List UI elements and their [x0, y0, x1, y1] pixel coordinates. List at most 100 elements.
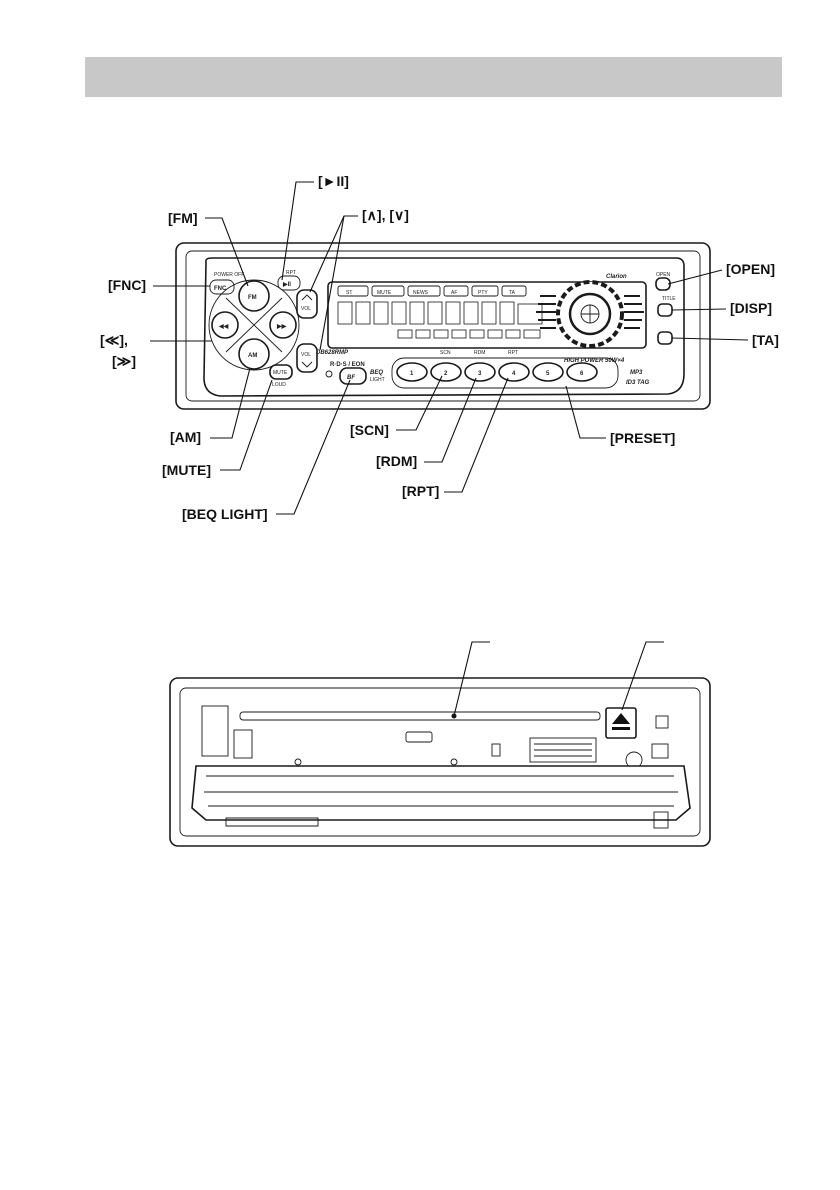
section-header-bar — [85, 57, 782, 97]
indicator-news-text: NEWS — [413, 290, 429, 296]
faceplate-foot — [653, 811, 669, 829]
dpad-ring — [208, 279, 300, 371]
indicator-st — [337, 285, 369, 297]
left-bracket — [201, 705, 229, 757]
open-chassis-inner — [179, 687, 701, 837]
indicator-pty — [471, 285, 499, 297]
open-button[interactable] — [655, 277, 671, 291]
indicator-ta — [501, 285, 527, 297]
preset-button-4[interactable] — [498, 362, 530, 382]
preset-button-5[interactable] — [532, 362, 564, 382]
right-clip — [651, 743, 669, 759]
brand-logo: Clarion — [606, 274, 627, 280]
vol-up-button[interactable] — [296, 289, 318, 319]
preset-rpt-text: RPT — [508, 350, 518, 356]
indicator-af-text: AF — [451, 290, 457, 296]
left-clip — [233, 729, 253, 759]
vol-down-button[interactable] — [296, 343, 318, 373]
label-beq-light: [BEQ LIGHT] — [182, 506, 268, 522]
faceplate-hinge — [225, 817, 319, 827]
preset-5-label: 5 — [546, 371, 550, 377]
display-icon-row — [397, 329, 541, 339]
preset-4-label: 4 — [512, 371, 516, 377]
preset-2-label: 2 — [444, 371, 448, 377]
connector-pins — [534, 743, 592, 757]
display-indicators: ST MUTE NEWS AF PTY TA — [337, 285, 527, 297]
level-meter — [536, 280, 644, 348]
preset-button-3[interactable] — [464, 362, 496, 382]
cd-slot — [239, 711, 601, 721]
label-fnc: [FNC] — [108, 277, 146, 293]
disp-button[interactable] — [657, 303, 673, 317]
faceplate-ridges — [204, 775, 678, 807]
cd-slot-callouts — [453, 641, 664, 717]
top-rpt-text: RPT — [286, 270, 296, 276]
ta-button[interactable] — [657, 331, 673, 345]
label-rdm: [RDM] — [376, 453, 417, 469]
preset-button-2[interactable] — [430, 362, 462, 382]
indicator-st-text: ST — [346, 290, 352, 296]
rds-text: R·D·S / EON — [330, 362, 365, 368]
dpad-cross — [225, 297, 283, 353]
mute-button-label: MUTE — [273, 370, 288, 376]
prev-button[interactable] — [211, 311, 239, 339]
prev-icon: ◀◀ — [218, 323, 229, 330]
label-disp: [DISP] — [730, 300, 772, 316]
fm-button[interactable] — [238, 280, 270, 312]
beq-text: BEQ — [370, 370, 383, 376]
chassis-inner — [185, 250, 701, 402]
label-ta: [TA] — [752, 332, 779, 348]
label-rpt: [RPT] — [402, 483, 439, 499]
beq-light-button[interactable] — [339, 367, 367, 385]
am-button[interactable] — [238, 338, 270, 370]
vol-down-label: VOL — [301, 352, 311, 358]
light-text: LIGHT — [370, 377, 385, 383]
indicator-pty-text: PTY — [478, 290, 488, 296]
label-preset: [PRESET] — [610, 430, 675, 446]
connector-block — [529, 737, 597, 763]
segment-display — [337, 301, 543, 325]
next-button[interactable] — [269, 311, 297, 339]
preset-3-label: 3 — [478, 371, 482, 377]
indicator-news — [407, 285, 441, 297]
preset-button-1[interactable] — [396, 362, 428, 382]
next-icon: ▶▶ — [276, 323, 287, 330]
folded-faceplate — [191, 765, 691, 821]
preset-rdm-text: RDM — [474, 350, 485, 356]
play-pause-button[interactable] — [277, 275, 301, 291]
open-text: OPEN — [656, 272, 671, 278]
mp3-logo: MP3 — [630, 370, 643, 376]
label-open: [OPEN] — [726, 261, 775, 277]
loud-text: LOUD — [272, 382, 286, 388]
fm-button-label: FM — [248, 295, 257, 301]
title-text: TITLE — [662, 296, 676, 302]
beq-icon: BF — [347, 375, 355, 381]
indicator-ta-text: TA — [509, 290, 516, 296]
label-next: [≫] — [112, 353, 136, 369]
eject-leader-line — [621, 641, 664, 711]
model-text: DB628RMP — [316, 350, 349, 356]
indicator-mute — [371, 285, 405, 297]
down-arrow-icon — [301, 361, 313, 368]
label-am: [AM] — [170, 429, 201, 445]
label-up-down: [∧], [∨] — [362, 207, 409, 223]
preset-1-label: 1 — [410, 371, 414, 377]
am-button-label: AM — [248, 353, 257, 359]
right-latch — [655, 715, 669, 729]
power-text: HIGH POWER 50W×4 — [564, 358, 625, 364]
label-mute: [MUTE] — [162, 462, 211, 478]
slot-leader-line — [453, 641, 490, 717]
preset-6-label: 6 — [580, 371, 584, 377]
front-panel-diagram: POWER OFF RPT FNC FM AM ◀◀ ▶▶ ▶II MUTE L… — [175, 242, 711, 410]
mute-button[interactable] — [269, 364, 293, 380]
preset-button-6[interactable] — [566, 362, 598, 382]
preset-buttons: 1 2 3 4 5 6 — [396, 362, 598, 382]
indicator-mute-text: MUTE — [377, 290, 392, 296]
center-tab — [405, 731, 433, 743]
label-prev: [≪], — [100, 332, 128, 348]
ir-sensor — [325, 370, 333, 378]
small-tab — [491, 743, 501, 757]
eject-icon — [612, 713, 630, 730]
fnc-button-label: FNC — [214, 286, 227, 292]
